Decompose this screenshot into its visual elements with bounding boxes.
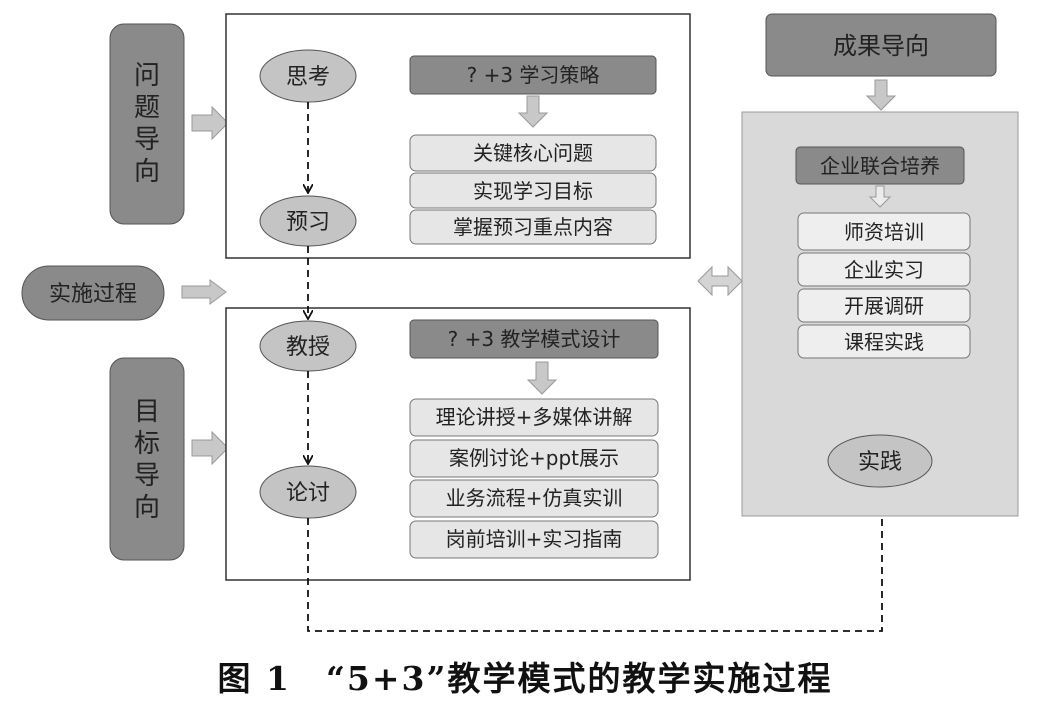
right-item-2-label: 企业实习 xyxy=(844,258,924,282)
learning-strategy-down-arrow xyxy=(517,95,549,128)
right-item-3-label: 开展调研 xyxy=(844,294,924,318)
implementation-process-pill xyxy=(21,265,165,321)
problem-oriented-char-4: 向 xyxy=(134,157,160,187)
problem-oriented-char-2: 题 xyxy=(134,93,160,123)
teach-label: 教授 xyxy=(286,335,330,360)
bottom-item-2-label: 案例讨论+ppt展示 xyxy=(449,446,619,470)
figure-caption: 图 1 “5+3”教学模式的教学实施过程 xyxy=(217,659,833,698)
problem-oriented-tab xyxy=(109,23,185,225)
outcome-down-arrow xyxy=(865,79,897,111)
right-item-1-label: 师资培训 xyxy=(844,220,924,244)
problem-oriented-char-3: 导 xyxy=(134,125,160,155)
top-item-3 xyxy=(409,209,657,245)
bottom-item-2 xyxy=(409,439,659,478)
bottom-item-3-label: 业务流程+仿真实训 xyxy=(446,486,623,510)
right-item-3 xyxy=(797,288,971,323)
teaching-model-label: ? +3 教学模式设计 xyxy=(448,327,621,351)
goal-oriented-tab xyxy=(109,357,185,561)
right-item-4-label: 课程实践 xyxy=(844,330,924,354)
problem-arrow xyxy=(191,105,229,141)
bottom-item-3 xyxy=(409,479,659,518)
goal-oriented-char-3: 导 xyxy=(134,461,160,491)
bottom-item-4-label: 岗前培训+实习指南 xyxy=(446,527,623,551)
think-label: 思考 xyxy=(286,65,330,90)
bottom-item-1-label: 理论讲授+多媒体讲解 xyxy=(436,405,633,429)
top-item-2 xyxy=(409,172,657,209)
enterprise-training-header xyxy=(795,146,965,185)
double-arrow xyxy=(697,265,743,297)
outcome-oriented-box xyxy=(765,13,997,77)
right-item-4 xyxy=(797,324,971,359)
discuss-to-practice-connector xyxy=(307,492,882,632)
right-item-2 xyxy=(797,252,971,287)
top-item-1 xyxy=(409,134,657,172)
bottom-item-1 xyxy=(409,398,659,437)
flow-diagram: 问 题 导 向 实施过程 目 标 导 向 思考 预习 ? +3 学习策略 关键核… xyxy=(21,13,1019,632)
outcome-oriented-label: 成果导向 xyxy=(833,32,929,60)
implementation-process-label: 实施过程 xyxy=(49,282,137,307)
bottom-item-4 xyxy=(409,520,659,559)
right-item-1 xyxy=(797,212,971,251)
practice-node xyxy=(827,434,933,488)
enterprise-training-label: 企业联合培养 xyxy=(820,154,940,178)
top-item-3-label: 掌握预习重点内容 xyxy=(453,215,613,239)
process-arrow xyxy=(181,279,227,305)
teaching-model-down-arrow xyxy=(526,361,558,395)
enterprise-down-arrow xyxy=(868,185,892,208)
learning-strategy-label: ? +3 学习策略 xyxy=(467,63,600,87)
goal-oriented-char-2: 标 xyxy=(134,429,160,459)
goal-oriented-char-4: 向 xyxy=(134,493,160,523)
preview-label: 预习 xyxy=(286,210,330,235)
teaching-model-header xyxy=(409,319,659,359)
practice-label: 实践 xyxy=(858,450,902,475)
problem-oriented-char-1: 问 xyxy=(134,61,160,91)
learning-strategy-header xyxy=(409,55,657,95)
goal-oriented-char-1: 目 xyxy=(134,397,160,427)
discuss-label: 论讨 xyxy=(286,481,330,506)
goal-arrow xyxy=(191,430,229,466)
top-item-2-label: 实现学习目标 xyxy=(473,179,593,203)
top-item-1-label: 关键核心问题 xyxy=(473,141,593,165)
